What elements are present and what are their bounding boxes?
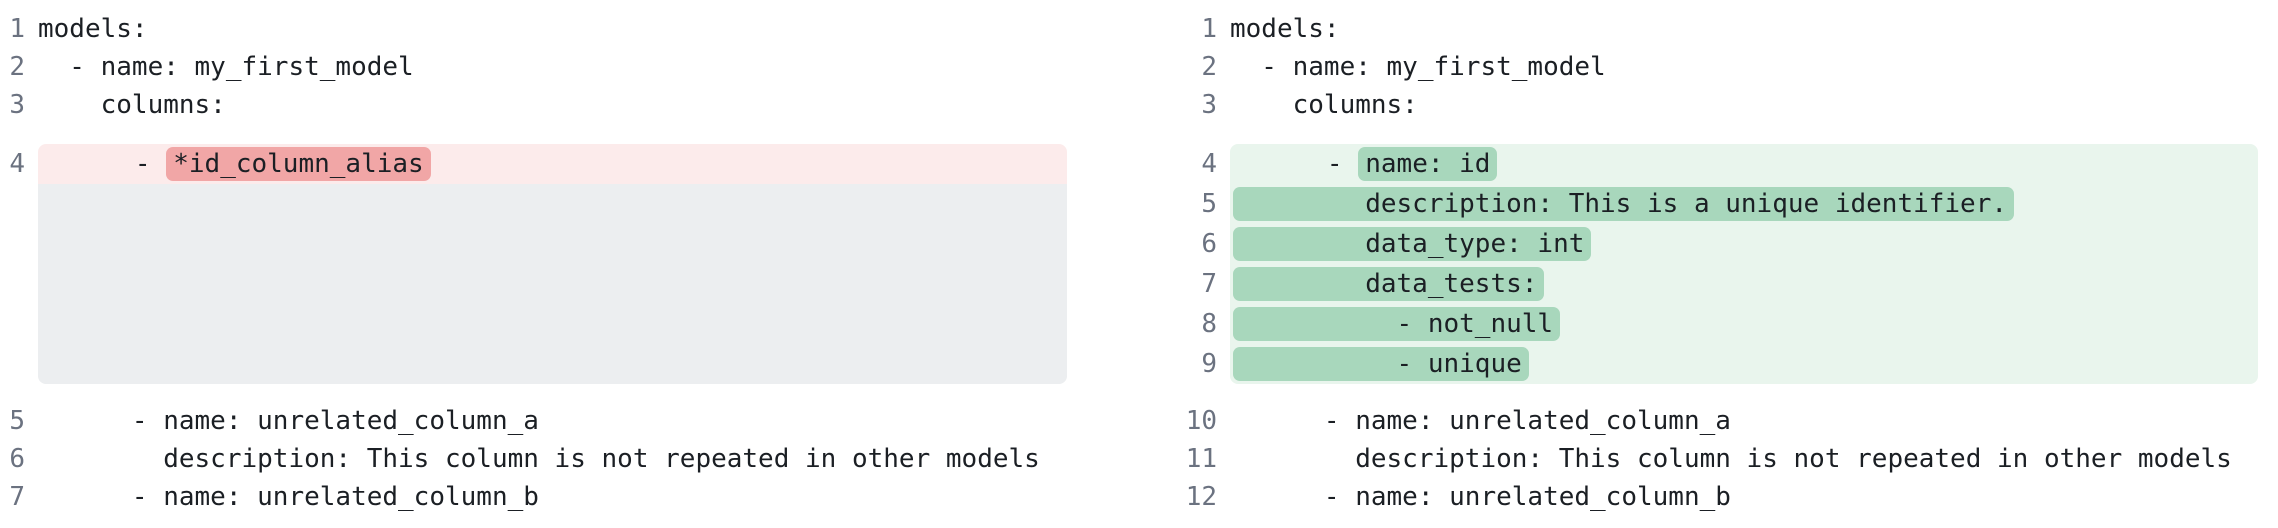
code-line: 1 models: (1172, 10, 2258, 48)
line-number: 7 (9, 482, 25, 512)
code-text: - name: my_first_model (38, 52, 414, 82)
code-line: 2 - name: my_first_model (8, 48, 1067, 86)
removed-code-line: 4 - *id_column_alias (8, 144, 1067, 184)
line-number: 2 (1201, 52, 1217, 82)
added-token: name: id (1358, 147, 1498, 181)
code-text: description: This column is not repeated… (38, 444, 1040, 474)
code-line: 3 columns: (8, 86, 1067, 124)
line-number: 12 (1185, 482, 1217, 512)
diff-pane-before: 1 models: 2 - name: my_first_model 3 col… (8, 10, 1067, 516)
collapsed-spacer (38, 184, 1067, 384)
line-number: 10 (1185, 406, 1217, 436)
line-number: 11 (1185, 444, 1217, 474)
code-line: 3 columns: (1172, 86, 2258, 124)
code-text: models: (1230, 14, 1340, 44)
removed-token: *id_column_alias (166, 147, 431, 181)
line-number: 5 (9, 406, 25, 436)
code-line: 7 - name: unrelated_column_b (8, 478, 1067, 516)
line-number: 8 (1201, 309, 1217, 339)
line-number: 5 (1201, 189, 1217, 219)
collapsed-region (8, 184, 1067, 384)
code-line: 6 description: This column is not repeat… (8, 440, 1067, 478)
added-token: - not_null (1233, 307, 1561, 341)
added-code-line: 7 data_tests: (1172, 264, 2258, 304)
code-text: - name: unrelated_column_a (1230, 406, 1731, 436)
code-text: - name: my_first_model (1230, 52, 1606, 82)
added-code-line: 4 - name: id (1172, 144, 2258, 184)
code-text: description: This is a unique identifier… (1230, 184, 2258, 224)
code-line: 1 models: (8, 10, 1067, 48)
code-line: 11 description: This column is not repea… (1172, 440, 2258, 478)
code-text: - name: unrelated_column_b (38, 482, 539, 512)
added-token: data_tests: (1233, 267, 1545, 301)
line-number: 6 (1201, 229, 1217, 259)
code-text: models: (38, 14, 148, 44)
code-line: 5 - name: unrelated_column_a (8, 402, 1067, 440)
code-text: - name: id (1230, 144, 2258, 184)
line-number: 9 (1201, 349, 1217, 379)
line-number: 6 (9, 444, 25, 474)
line-number: 3 (9, 90, 25, 120)
added-code-line: 8 - not_null (1172, 304, 2258, 344)
line-number: 1 (1201, 14, 1217, 44)
code-text: columns: (1230, 90, 1418, 120)
diff-pane-after: 1 models: 2 - name: my_first_model 3 col… (1172, 10, 2258, 516)
code-text: - *id_column_alias (38, 144, 1067, 184)
added-code-line: 9 - unique (1172, 344, 2258, 384)
code-text: columns: (38, 90, 226, 120)
line-number (8, 184, 25, 384)
code-prefix: - (41, 149, 167, 179)
code-line: 2 - name: my_first_model (1172, 48, 2258, 86)
added-token: data_type: int (1233, 227, 1592, 261)
line-number: 1 (9, 14, 25, 44)
code-text: - not_null (1230, 304, 2258, 344)
code-text: - unique (1230, 344, 2258, 384)
code-text: - name: unrelated_column_b (1230, 482, 1731, 512)
code-text: - name: unrelated_column_a (38, 406, 539, 436)
line-number: 7 (1201, 269, 1217, 299)
code-line: 12 - name: unrelated_column_b (1172, 478, 2258, 516)
code-prefix: - (1233, 149, 1359, 179)
line-number: 2 (9, 52, 25, 82)
added-code-line: 5 description: This is a unique identifi… (1172, 184, 2258, 224)
code-text: data_type: int (1230, 224, 2258, 264)
code-text: data_tests: (1230, 264, 2258, 304)
code-text: description: This column is not repeated… (1230, 444, 2232, 474)
added-token: description: This is a unique identifier… (1233, 187, 2015, 221)
line-number: 4 (9, 149, 25, 179)
line-number: 3 (1201, 90, 1217, 120)
code-line: 10 - name: unrelated_column_a (1172, 402, 2258, 440)
added-token: - unique (1233, 347, 1529, 381)
line-number: 4 (1201, 149, 1217, 179)
added-code-line: 6 data_type: int (1172, 224, 2258, 264)
